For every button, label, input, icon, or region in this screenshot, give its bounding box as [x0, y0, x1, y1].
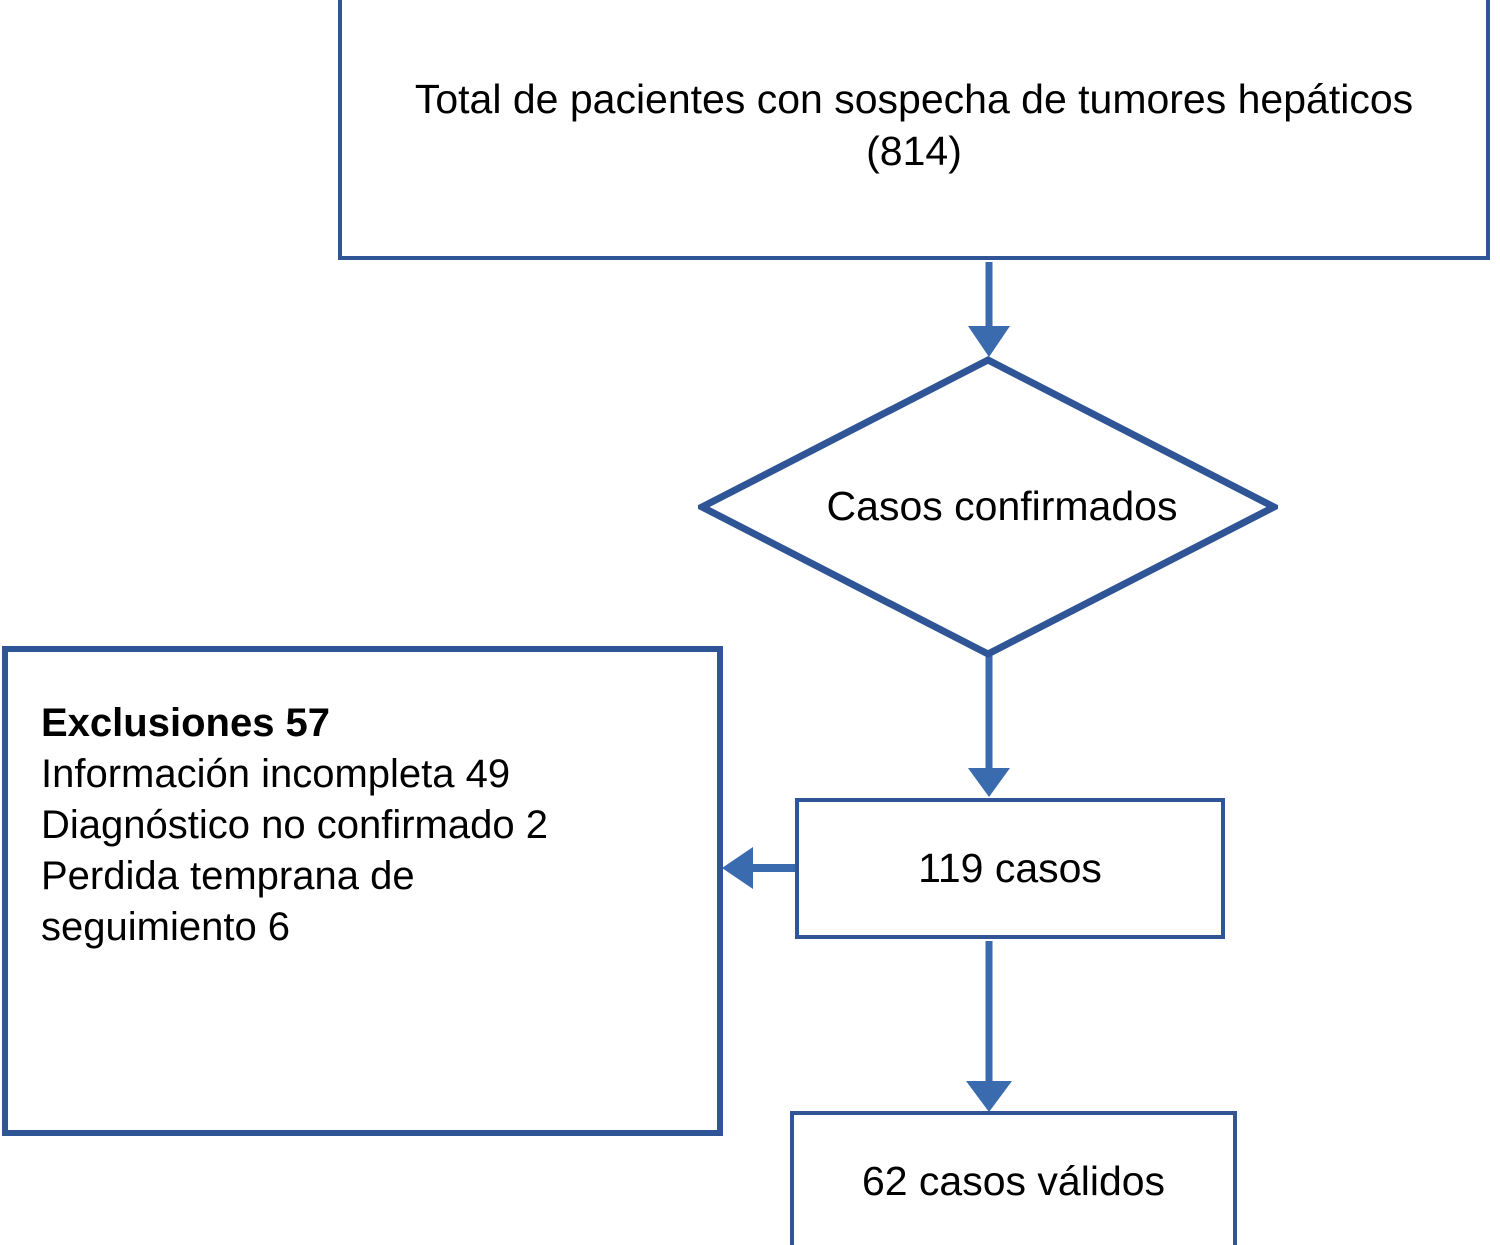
exclusions-item: seguimiento 6 — [41, 905, 291, 949]
node-62-valid-cases-label: 62 casos válidos — [861, 1157, 1166, 1204]
node-62-valid-cases: 62 casos válidos — [790, 1111, 1237, 1245]
arrow-diamond-to-119 — [968, 655, 1010, 797]
node-119-cases: 119 casos — [795, 798, 1225, 939]
node-total-patients-label: Total de pacientes con sospecha de tumor… — [414, 75, 1414, 174]
node-119-cases-label: 119 casos — [918, 845, 1102, 891]
node-confirmed-cases: Casos confirmados — [698, 356, 1278, 658]
node-total-patients: Total de pacientes con sospecha de tumor… — [338, 0, 1490, 260]
exclusions-heading: Exclusiones 57 — [41, 701, 331, 745]
diamond-shape — [698, 356, 1278, 658]
arrow-119-to-exclusions — [722, 847, 795, 889]
exclusions-item: Perdida temprana de — [41, 854, 415, 898]
exclusions-item: Diagnóstico no confirmado 2 — [41, 803, 548, 847]
node-exclusions: Exclusiones 57 Información incompleta 49… — [2, 646, 723, 1136]
arrow-119-to-62 — [966, 941, 1012, 1112]
arrow-total-to-diamond — [968, 262, 1010, 357]
exclusions-item: Información incompleta 49 — [41, 752, 511, 796]
